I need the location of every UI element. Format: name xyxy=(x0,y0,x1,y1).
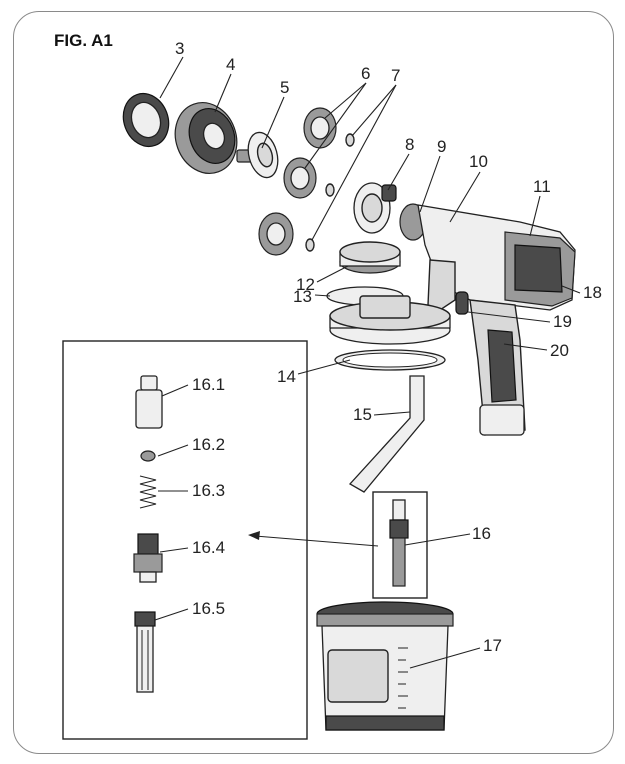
part-16-3-spring xyxy=(139,475,157,509)
part-16-1-valve-housing xyxy=(135,375,163,429)
part-7-o-rings xyxy=(305,133,355,252)
label-16-1: 16.1 xyxy=(192,375,225,394)
part-14-gasket xyxy=(334,349,446,371)
label-20: 20 xyxy=(550,341,569,360)
label-16-2: 16.2 xyxy=(192,435,225,454)
label-8: 8 xyxy=(405,135,414,154)
leader-lines xyxy=(154,56,581,669)
part-16-5-filter-tube xyxy=(134,611,156,693)
part-16-box xyxy=(372,491,428,599)
detail-box-16 xyxy=(62,340,308,740)
label-17: 17 xyxy=(483,636,502,655)
figure-title: FIG. A1 xyxy=(54,31,113,50)
label-13: 13 xyxy=(293,287,312,306)
label-16-4: 16.4 xyxy=(192,538,225,557)
part-6-nozzles xyxy=(258,107,337,256)
label-10: 10 xyxy=(469,152,488,171)
label-18: 18 xyxy=(583,283,602,302)
label-16-3: 16.3 xyxy=(192,481,225,500)
part-12-collar xyxy=(339,241,401,274)
detail-arrow xyxy=(248,531,379,547)
label-7: 7 xyxy=(391,66,400,85)
label-3: 3 xyxy=(175,39,184,58)
label-15: 15 xyxy=(353,405,372,424)
label-12: 12 xyxy=(296,275,315,294)
spray-gun-body xyxy=(399,203,576,436)
label-16: 16 xyxy=(472,524,491,543)
label-16-5: 16.5 xyxy=(192,599,225,618)
label-19: 19 xyxy=(553,312,572,331)
cup-lid-base xyxy=(329,295,451,345)
part-16-2-ball xyxy=(140,450,156,462)
label-6: 6 xyxy=(361,64,370,83)
figure-frame xyxy=(13,11,614,754)
part-15-suction-tube xyxy=(348,375,425,493)
label-4: 4 xyxy=(226,55,235,74)
part-5-nozzle-cap xyxy=(236,131,279,179)
part-16-valve-assembly xyxy=(389,499,409,587)
part-17-paint-cup xyxy=(316,601,454,731)
label-9: 9 xyxy=(437,137,446,156)
label-14: 14 xyxy=(277,367,296,386)
part-16-4-valve-body xyxy=(133,533,163,583)
part-8-knob xyxy=(353,182,397,234)
part-3-retaining-ring xyxy=(122,92,170,148)
label-11: 11 xyxy=(533,177,551,196)
part-4-knurled-nut xyxy=(174,102,238,174)
label-5: 5 xyxy=(280,78,289,97)
